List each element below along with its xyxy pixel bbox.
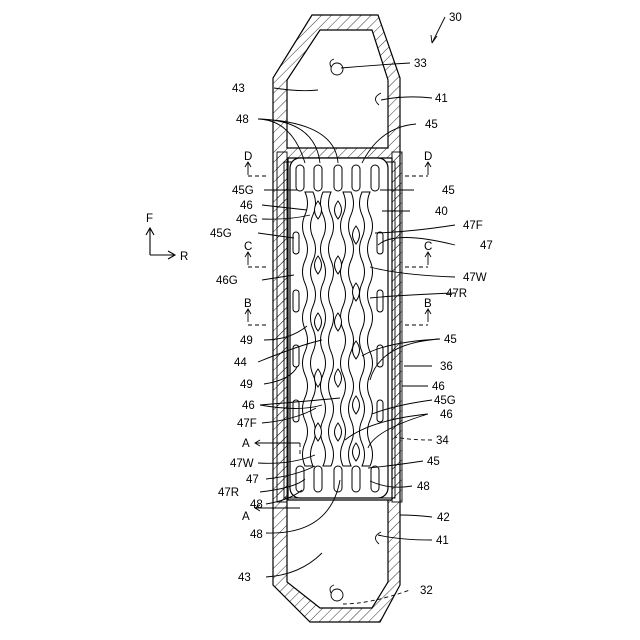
edge-slot bbox=[293, 400, 299, 422]
section-letter-a-upper: A bbox=[242, 438, 250, 450]
ref-48-right: 48 bbox=[417, 481, 430, 493]
ref-47f-left: 47F bbox=[237, 418, 257, 430]
ref-49-2: 49 bbox=[240, 379, 253, 391]
ref-34: 34 bbox=[436, 435, 449, 447]
edge-slot bbox=[293, 290, 299, 312]
ref-45g-2: 45G bbox=[210, 228, 232, 240]
fin-slot bbox=[314, 466, 322, 492]
ref-45-right-3: 45 bbox=[427, 456, 440, 468]
ref-47-right: 47 bbox=[480, 240, 493, 252]
ref-33: 33 bbox=[414, 58, 427, 70]
ref-47r-right: 47R bbox=[446, 288, 467, 300]
ref-30: 30 bbox=[449, 12, 462, 24]
fin-slot bbox=[296, 466, 304, 492]
ref-46-right: 46 bbox=[432, 381, 445, 393]
ref-47r-left: 47R bbox=[218, 487, 239, 499]
section-letter-a-lower: A bbox=[242, 511, 250, 523]
section-letter-c-right: C bbox=[424, 241, 432, 253]
ref-45-top: 45 bbox=[425, 119, 438, 131]
fin-slot bbox=[334, 165, 342, 191]
notch-41-bottom bbox=[375, 532, 381, 544]
ref-43-bottom: 43 bbox=[238, 572, 251, 584]
front-direction-label: F bbox=[146, 213, 153, 225]
ref-45g-1: 45G bbox=[232, 185, 254, 197]
ref-47f-right: 47F bbox=[463, 220, 483, 232]
ref-36: 36 bbox=[440, 361, 453, 373]
ref-46g-2: 46G bbox=[216, 275, 238, 287]
section-letter-b-right: B bbox=[424, 298, 432, 310]
ref-49-1: 49 bbox=[240, 335, 253, 347]
ref-41-bottom: 41 bbox=[436, 535, 449, 547]
ref-41-top: 41 bbox=[435, 93, 448, 105]
ref-42: 42 bbox=[437, 512, 450, 524]
port-hole-top bbox=[330, 59, 343, 75]
section-letter-b-left: B bbox=[244, 298, 252, 310]
ref-43-top: 43 bbox=[232, 83, 245, 95]
ref-46-left: 46 bbox=[242, 400, 255, 412]
ref-40: 40 bbox=[435, 206, 448, 218]
ref-45g-right: 45G bbox=[434, 395, 456, 407]
fin-slot bbox=[352, 466, 360, 492]
ref-47w-left: 47W bbox=[230, 458, 254, 470]
ref-32: 32 bbox=[420, 585, 433, 597]
section-letter-c-left: C bbox=[244, 241, 252, 253]
ref-48-left-2: 48 bbox=[250, 529, 263, 541]
direction-indicator: F R bbox=[146, 213, 188, 263]
ref-48-left-1: 48 bbox=[250, 499, 263, 511]
notch-41-top bbox=[375, 93, 381, 105]
ref-46g-1: 46G bbox=[236, 214, 258, 226]
edge-slot bbox=[377, 290, 383, 312]
ref-45-right-1: 45 bbox=[442, 185, 455, 197]
port-hole-bottom bbox=[330, 585, 343, 601]
ref-47w-right: 47W bbox=[463, 272, 487, 284]
fin-slot bbox=[371, 165, 379, 191]
ref-44: 44 bbox=[234, 357, 247, 369]
section-letter-d-left: D bbox=[244, 151, 252, 163]
fin-slot bbox=[296, 165, 304, 191]
ref-46-right-2: 46 bbox=[440, 409, 453, 421]
ref-46-1: 46 bbox=[240, 200, 253, 212]
ref-48-top: 48 bbox=[236, 114, 249, 126]
fin-slot bbox=[314, 165, 322, 191]
right-direction-label: R bbox=[180, 251, 188, 263]
fin-slot bbox=[371, 466, 379, 492]
fin-slot bbox=[352, 165, 360, 191]
ref-47-left: 47 bbox=[246, 474, 259, 486]
section-letter-d-right: D bbox=[424, 151, 432, 163]
ref-45-right-2: 45 bbox=[444, 334, 457, 346]
edge-slot bbox=[293, 232, 299, 254]
